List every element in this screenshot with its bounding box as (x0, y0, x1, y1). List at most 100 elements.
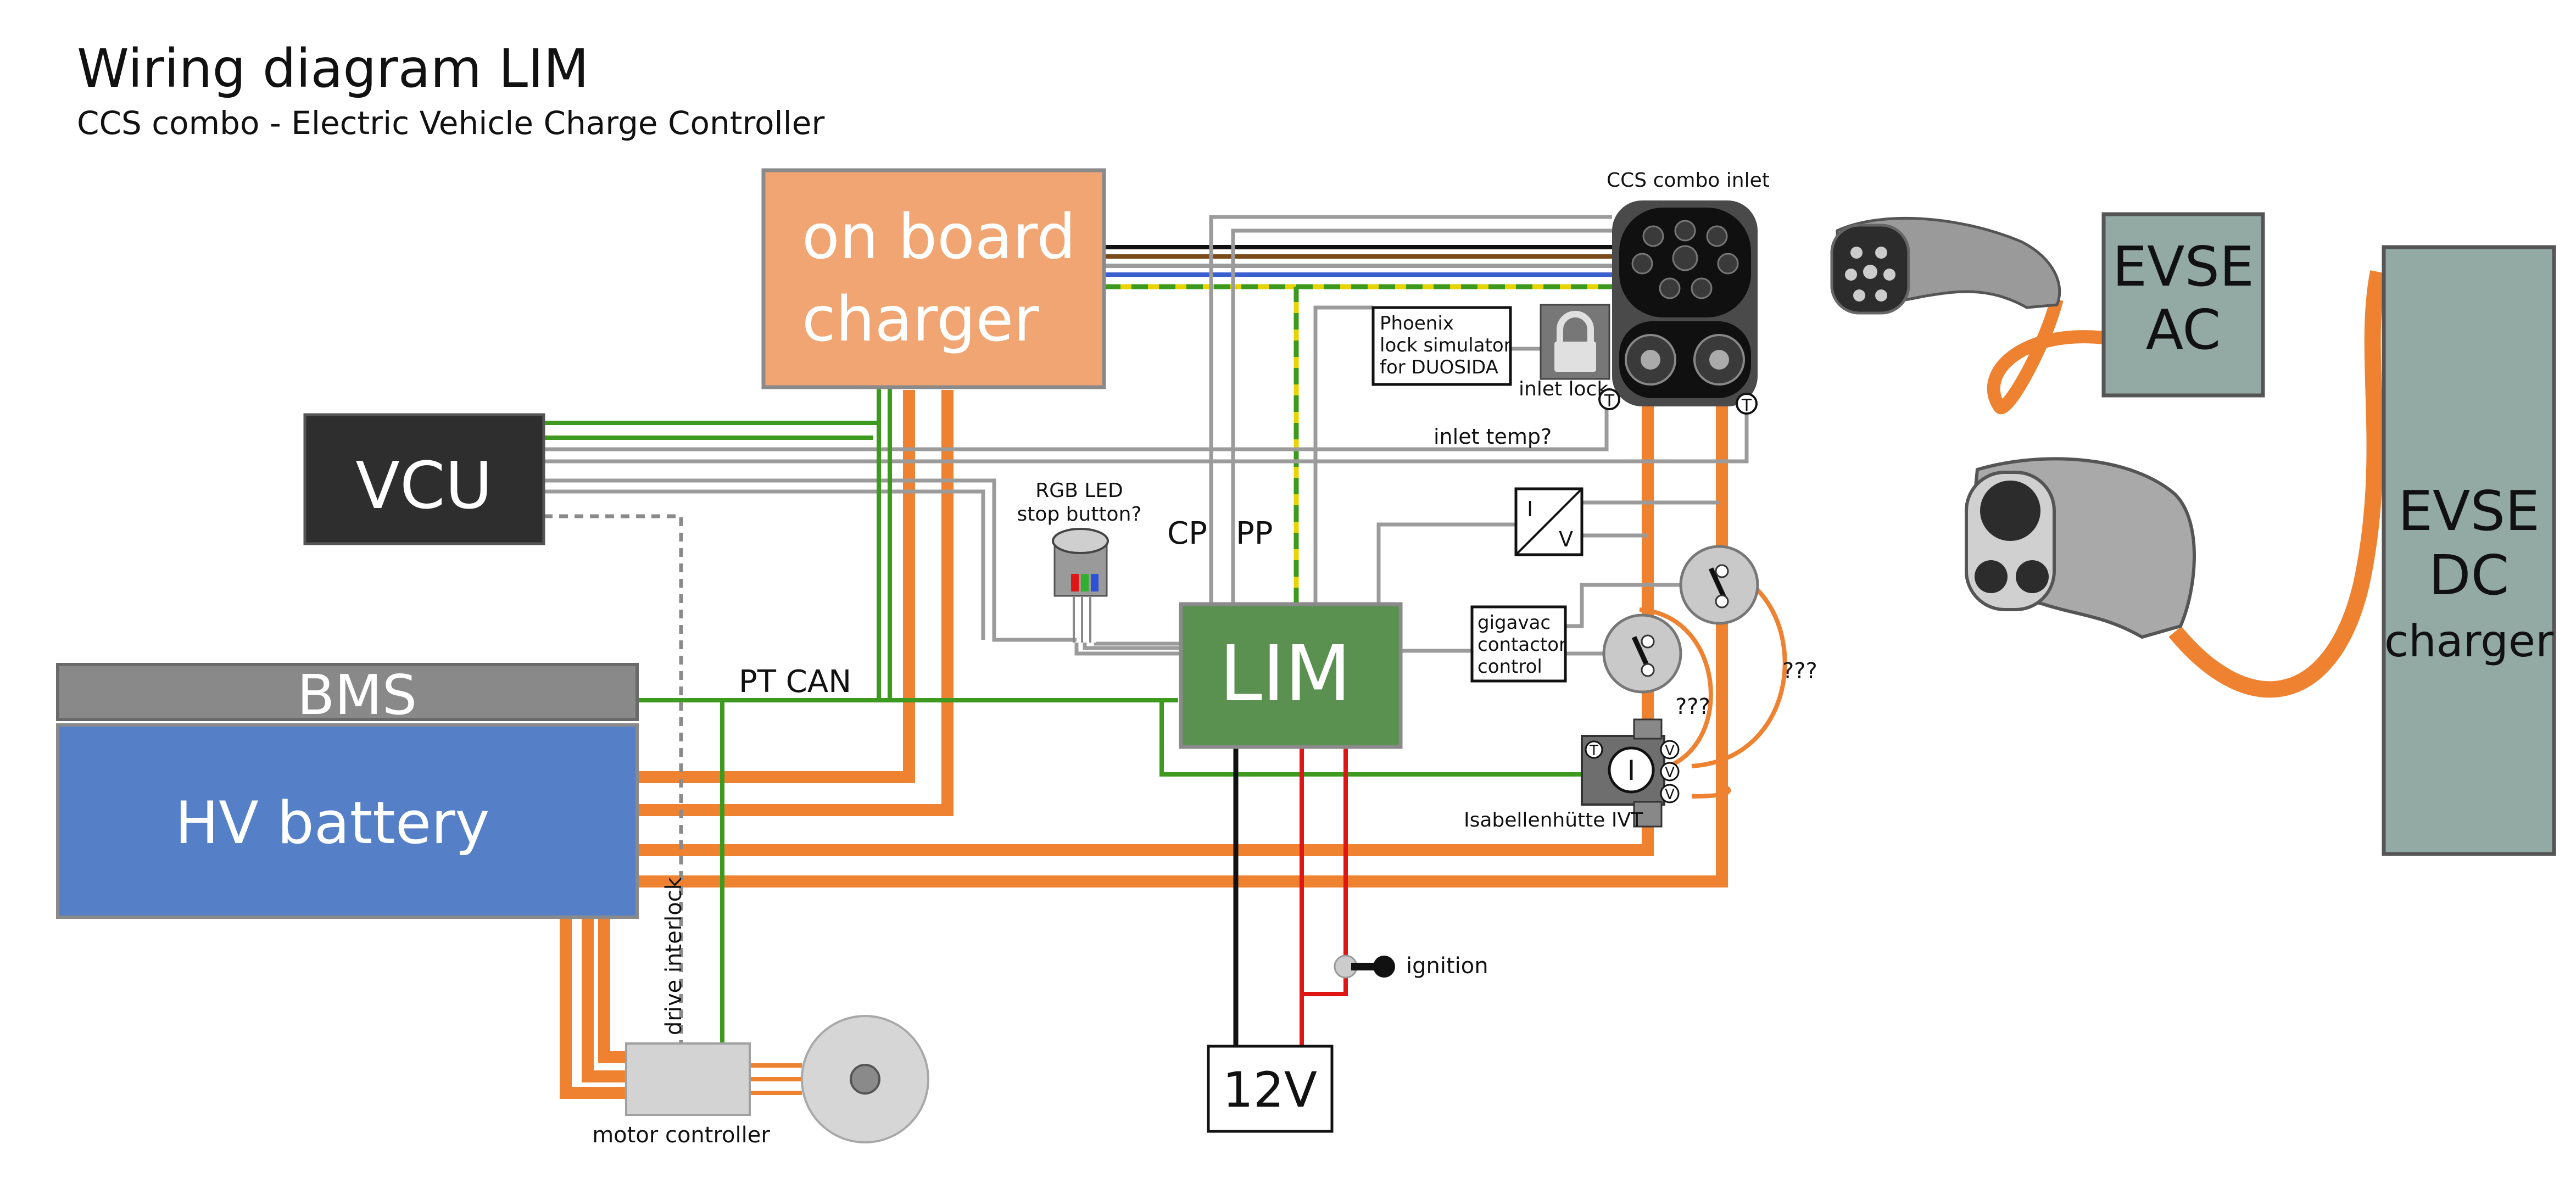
inlet-temp-label: inlet temp? (1434, 425, 1552, 449)
lim-signal-2 (1231, 228, 1612, 604)
gigavac-label-3: control (1477, 656, 1542, 678)
hv-wire-battery-motor-1 (560, 917, 626, 1099)
ccs-pin-2 (1674, 220, 1696, 242)
ivt-label: Isabellenhütte IVT (1464, 809, 1643, 831)
iv-sensor-v: V (1559, 527, 1573, 551)
rgb-led-blue-icon (1091, 574, 1099, 591)
motor-controller-box (625, 1042, 751, 1116)
pt-can-label: PT CAN (739, 664, 851, 700)
led-wire-2 (1083, 643, 1181, 650)
lim-signal-pp (1313, 305, 1373, 604)
vcu-wire-temp-2 (544, 401, 1749, 464)
ignition-key-shaft-icon (1351, 963, 1379, 970)
evse-ac-label-2: AC (2146, 298, 2221, 362)
evse-ac-label-1: EVSE (2112, 235, 2254, 299)
ivt-current-label: I (1627, 755, 1636, 786)
iv-sensor: I V (1514, 487, 1583, 556)
vcu-wire-temp-1 (544, 401, 1609, 451)
rgb-led-red-icon (1071, 574, 1079, 591)
motor-controller-label: motor controller (592, 1123, 770, 1148)
wires (544, 215, 2387, 1099)
ignition-label: ignition (1406, 953, 1488, 979)
ccs-dc-minus-core (1709, 350, 1729, 370)
lim-label: LIM (1219, 629, 1351, 719)
diagram-title: Wiring diagram LIM (77, 38, 589, 99)
rgb-led-button: RGB LED stop button? (1017, 479, 1142, 643)
iv-wire-lim (1376, 522, 1516, 604)
evse-dc-label-3: charger (2384, 616, 2553, 667)
hv-wire-battery-obc-1 (637, 390, 915, 783)
hv-wire-battery-motor-3 (598, 917, 626, 1063)
contactor-1-terminal-b (1641, 663, 1655, 677)
led-wire-3 (1094, 641, 1181, 646)
evse-dc-label-2: DC (2429, 543, 2510, 607)
ccs-inlet-label: CCS combo inlet (1607, 169, 1770, 192)
gigavac-contactor-control: gigavac contactor control (1470, 605, 1567, 683)
evse-dc-cable (2168, 270, 2387, 698)
lock-body-icon (1554, 342, 1596, 372)
iv-sensor-i: I (1527, 497, 1533, 521)
phoenix-lock-box (1371, 306, 1512, 386)
isabellenhutte-ivt: I T V V V Isabellenhütte IVT (1464, 718, 1680, 831)
ac-plug-pin-5 (1883, 269, 1895, 281)
phoenix-lock-label-1: Phoenix (1380, 312, 1454, 334)
ignition-switch: ignition (1334, 953, 1488, 979)
contactors (1602, 545, 1759, 694)
on-board-charger-label-1: on board (802, 202, 1076, 273)
inlet-temp-sensor-2-label: T (1741, 396, 1752, 415)
motor-assembly: motor controller (592, 1015, 929, 1148)
ivt-voltage-2-label: V (1665, 764, 1675, 781)
inlet-temp-sensor-1 (1598, 388, 1620, 410)
ivt-voltage-1-label: V (1665, 743, 1675, 759)
evse-ac: EVSE AC (2101, 212, 2265, 398)
evse-dc-charger: EVSE DC charger (2382, 245, 2556, 856)
dc-plug-pin-plus (1975, 560, 2008, 593)
battery-pack: BMS HV battery (56, 663, 639, 919)
vcu-box (303, 413, 545, 545)
ivt-voltage-3-label: V (1665, 786, 1675, 803)
unknown-label-2: ??? (1782, 658, 1817, 684)
phoenix-lock-simulator: Phoenix lock simulator for DUOSIDA (1371, 306, 1512, 386)
diagram-subtitle: CCS combo - Electric Vehicle Charge Cont… (77, 104, 824, 142)
lim: LIM (1179, 602, 1403, 749)
bms-label: BMS (297, 663, 417, 727)
vcu: VCU (303, 413, 545, 545)
contactor-1-switch (1631, 636, 1651, 668)
vcu-wire-4 (544, 489, 985, 640)
lim-signal-1 (1209, 215, 1612, 604)
vcu-label: VCU (355, 448, 492, 523)
ac-plug-pin-7 (1875, 289, 1887, 302)
ac-connector-plug (1830, 216, 2061, 315)
hv-battery-box (56, 723, 639, 919)
gigavac-label-1: gigavac (1477, 612, 1551, 634)
hv-sense-loop-3 (1691, 783, 1731, 799)
inlet-lock-label: inlet lock (1519, 378, 1608, 400)
vcu-wire-3 (544, 478, 1077, 642)
battery-12v: 12V (1207, 1045, 1334, 1133)
dc-plug-pin-minus (2016, 560, 2049, 593)
evse-ac-box (2101, 212, 2265, 398)
phoenix-lock-label-2: lock simulator (1380, 334, 1512, 356)
motor-shaft-icon (850, 1064, 880, 1095)
inlet-temp-sensor-2 (1736, 393, 1758, 415)
ivt-current-icon (1608, 746, 1655, 794)
hv-wire-battery-obc-2 (637, 390, 954, 816)
hv-wire-battery-motor-2 (582, 917, 626, 1082)
lim-box (1179, 602, 1403, 749)
contactor-2-terminal-a (1715, 564, 1729, 578)
battery-12v-box (1207, 1045, 1334, 1133)
ccs-pin-5 (1672, 245, 1698, 271)
hv-sense-loop-1 (1639, 607, 1713, 771)
battery-12v-label: 12V (1223, 1062, 1317, 1118)
ccs-pin-1 (1642, 225, 1664, 247)
ivt-voltage-1-icon (1660, 740, 1680, 760)
ignition-key-head-icon (1373, 956, 1395, 978)
ivt-temp-label: T (1589, 743, 1598, 759)
iv-sensor-divider (1515, 488, 1583, 556)
rgb-led-leads-icon (1073, 596, 1091, 643)
contactor-2-switch (1708, 567, 1727, 600)
ccs-pin-6 (1717, 253, 1739, 275)
ivt-voltage-3-icon (1660, 784, 1680, 803)
gigavac-label-2: contactor (1477, 634, 1566, 656)
ccs-pin-3 (1706, 225, 1728, 247)
